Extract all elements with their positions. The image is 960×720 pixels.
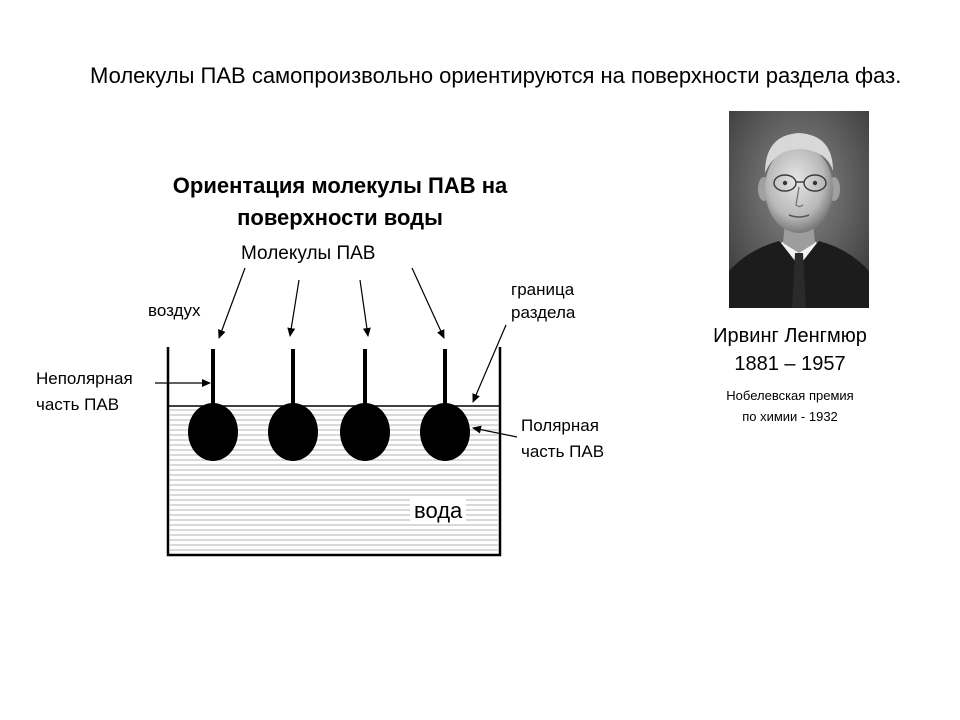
surfactant-molecule-4 [420,349,470,461]
polar-head [188,403,238,461]
boundary-arrow [472,324,507,403]
award-line1: Нобелевская премия [726,388,854,403]
person-years: 1881 – 1957 [734,353,846,375]
polar-head [268,403,318,461]
label-boundary-line1: граница [511,280,575,299]
label-nonpolar-line1: Неполярная [36,369,133,388]
vessel [166,347,502,557]
person-name: Ирвинг Ленгмюр [713,325,867,347]
award-line2: по химии - 1932 [742,409,838,424]
surfactant-molecule-1 [188,349,238,461]
label-boundary-line2: раздела [511,303,576,322]
polar-head [420,403,470,461]
molecule-arrows [218,267,445,339]
polar-arrow [472,425,518,438]
label-water: вода [410,498,467,524]
label-nonpolar-line2: часть ПАВ [36,395,120,414]
polar-head [340,403,390,461]
label-polar-line1: Полярная [521,416,599,435]
label-air: воздух [148,301,201,320]
surfactant-molecule-3 [340,349,390,461]
label-polar-line2: часть ПАВ [521,442,605,461]
surfactant-molecule-2 [268,349,318,461]
label-molecules: Молекулы ПАВ [241,243,376,264]
diagram-title: Ориентация молекулы ПАВ на поверхности в… [172,173,508,230]
intro-text: Молекулы ПАВ самопроизвольно ориентируют… [90,63,902,88]
person-name-block: Ирвинг Ленгмюр 1881 – 1957 [690,322,890,378]
portrait-photo [729,111,869,308]
